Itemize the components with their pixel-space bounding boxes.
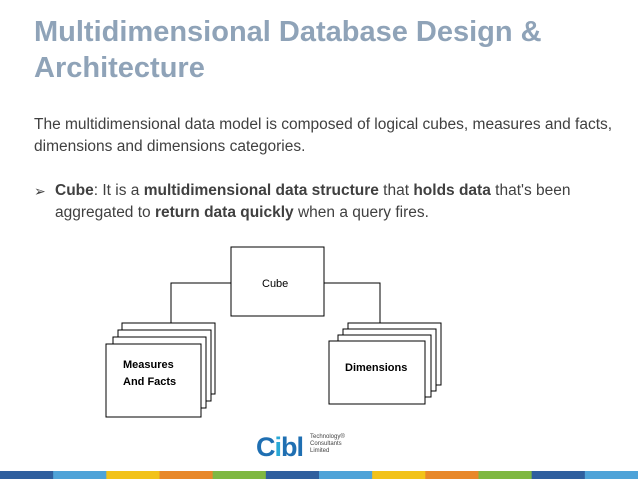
stripe-segment [159,471,214,479]
bullet-text-3: that's been aggregated to [55,182,571,221]
logo-tagline-line1: Technology [310,434,341,440]
cube-bullet: ➢ Cube: It is a multidimensional data st… [34,180,624,224]
stripe-segment [265,471,320,479]
connector-right [324,282,381,331]
measures-stack: Measures And Facts [105,322,216,418]
bullet-bold-2: holds data [413,182,491,199]
logo-tagline-line3: Limited [310,448,330,454]
slide-title: Multidimensional Database Design & Archi… [34,16,542,84]
cube-bullet-text: Cube: It is a multidimensional data stru… [55,180,624,224]
logo-tagline-line2: Consultants [310,441,342,447]
stripe-segment [212,471,267,479]
arrow-bullet-icon: ➢ [34,183,46,199]
logo-letters-bl: bl [281,432,304,462]
dimensions-stack: Dimensions [328,322,442,405]
cube-box [230,246,325,317]
measures-box [105,343,202,418]
stripe-segment [106,471,160,479]
stripe-segment [372,471,426,479]
stripe-segment [319,471,373,479]
measures-label-line1: Measures [123,359,174,371]
stripe-segment [531,471,586,479]
stripe-segment [0,471,54,479]
dimensions-box [328,340,426,405]
logo-letter-c: C [256,432,275,462]
dimensions-label: Dimensions [345,362,407,374]
stripe-segment [53,471,107,479]
stripe-segment [478,471,533,479]
logo-tagline: Technology® Consultants Limited [310,434,345,455]
bullet-bold-3: return data quickly [154,204,294,221]
bullet-text-1: : It is a [93,182,144,199]
bullet-text-4: when a query fires. [293,204,429,221]
logo-wordmark: Cibl [256,432,304,462]
registered-mark: ® [340,434,345,440]
bullet-bold-1: multidimensional data structure [143,182,379,199]
measures-label-line2: And Facts [123,376,176,388]
cube-box-label: Cube [262,278,288,290]
cibl-logo: Cibl Technology® Consultants Limited [256,432,356,462]
logo-letter-i: i [274,432,282,462]
connector-left [170,282,231,340]
bullet-text-2: that [378,182,414,199]
color-stripe-footer [0,471,638,479]
stripe-segment [425,471,479,479]
intro-paragraph: The multidimensional data model is compo… [34,116,613,155]
stripe-segment [584,471,638,479]
term-cube: Cube [55,182,94,199]
